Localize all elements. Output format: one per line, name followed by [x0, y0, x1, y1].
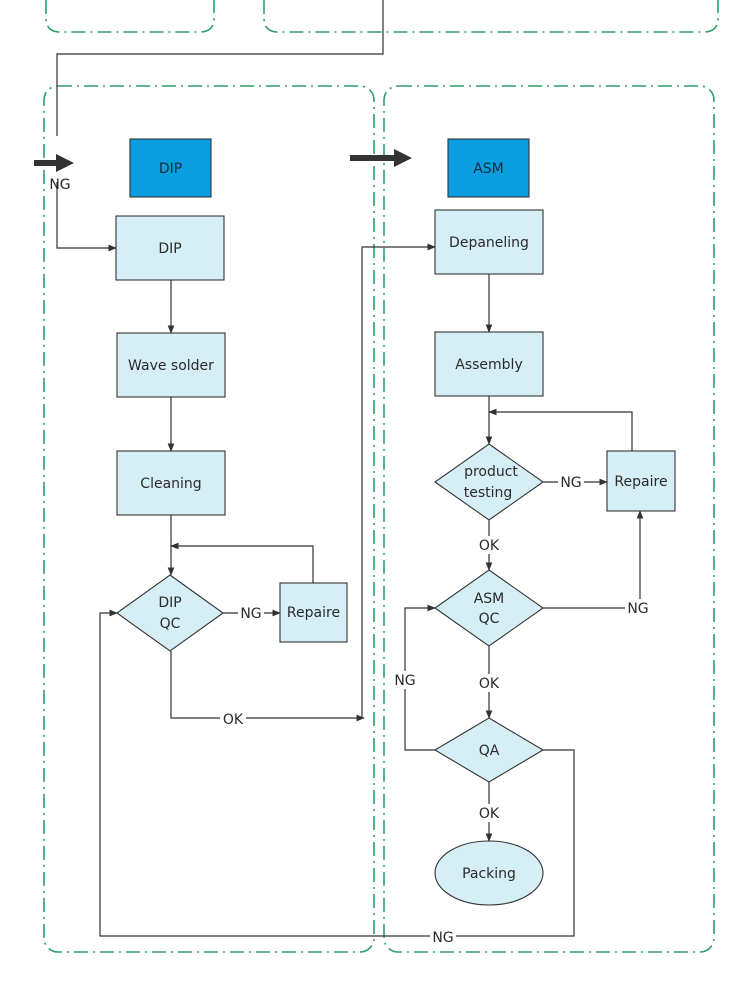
- product-testing-label-line1: product: [464, 464, 518, 480]
- edge-dipqc-ok-to-depaneling: [170, 651, 365, 722]
- qa-label: QA: [479, 743, 500, 759]
- edge-repaire-back-to-testing: [488, 408, 633, 451]
- dip-process-box: [115, 215, 225, 281]
- wave-solder-label: Wave solder: [128, 358, 214, 374]
- dip-qc-decision: [116, 574, 224, 652]
- depaneling-box: [434, 209, 544, 275]
- asmqc-ng-repaire-label: NG: [627, 601, 648, 617]
- incoming-connector: [56, 0, 384, 136]
- incoming-ng-label: NG: [49, 177, 70, 193]
- dipqc-ng-label: NG: [240, 606, 261, 622]
- edge-asmqc-to-repaire: [543, 510, 644, 609]
- asmqc-ok-label: OK: [479, 676, 500, 692]
- edge-ok-riser: [361, 243, 436, 718]
- dip-qc-label-line2: QC: [160, 616, 181, 632]
- dip-lane-arrow-icon: [34, 154, 74, 172]
- product-testing-decision: [434, 443, 544, 521]
- asm-repaire-box: [606, 450, 676, 512]
- qa-ok-label: OK: [479, 806, 500, 822]
- wave-solder-box: [116, 332, 226, 398]
- asmqc-ng-back-label: NG: [394, 673, 415, 689]
- edge-qa-ng-to-dip-qc: [99, 609, 575, 937]
- asm-qc-label-line2: QC: [479, 611, 500, 627]
- cleaning-box: [116, 450, 226, 516]
- asm-lane-arrow-icon: [350, 149, 412, 167]
- assembly-box: [434, 331, 544, 397]
- dip-repaire-box: [279, 582, 348, 643]
- dip-swimlane: [43, 85, 375, 953]
- depaneling-label: Depaneling: [449, 235, 529, 251]
- asm-qc-decision: [434, 569, 544, 647]
- cleaning-label: Cleaning: [140, 476, 201, 492]
- dipqc-ok-label: OK: [223, 712, 244, 728]
- testing-ok-label: OK: [479, 538, 500, 554]
- testing-ng-label: NG: [560, 475, 581, 491]
- dip-ng-return-line: [56, 182, 117, 252]
- dip-lane-header: [129, 138, 212, 198]
- dip-process-label: DIP: [158, 241, 181, 257]
- edge-repaire-back-to-qc: [170, 542, 314, 583]
- packing-label: Packing: [462, 866, 516, 882]
- dip-repaire-label: Repaire: [287, 605, 340, 621]
- asm-lane-header-label: ASM: [473, 161, 504, 177]
- asm-repaire-label: Repaire: [614, 474, 667, 490]
- dip-qc-label-line1: DIP: [158, 595, 181, 611]
- asm-qc-label-line1: ASM: [474, 591, 505, 607]
- dip-lane-header-label: DIP: [159, 161, 182, 177]
- assembly-label: Assembly: [455, 357, 522, 373]
- upper-lane-left: [45, 0, 215, 33]
- asm-lane-header: [447, 138, 530, 198]
- qa-ng-label: NG: [432, 930, 453, 946]
- upper-lane-right: [263, 0, 719, 33]
- asm-swimlane: [383, 85, 715, 953]
- product-testing-label-line2: testing: [464, 485, 513, 501]
